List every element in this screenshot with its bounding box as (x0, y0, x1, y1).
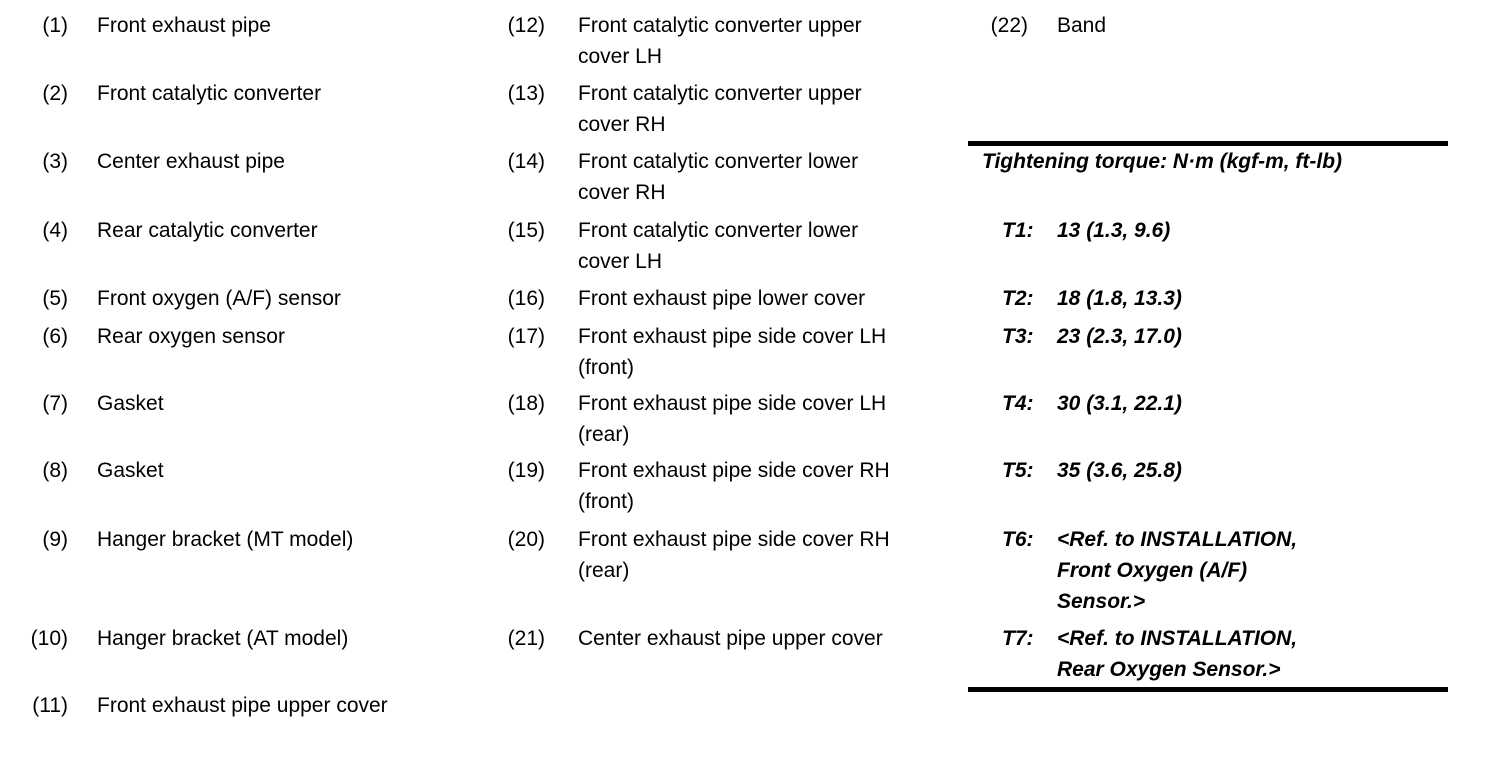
legend-item-label: Front catalytic converter lower cover RH (578, 150, 859, 204)
legend-item-number: (22) (990, 14, 1028, 37)
torque-value: <Ref. to INSTALLATION, Front Oxygen (A/F… (1057, 528, 1298, 613)
legend-item-number: (5) (42, 287, 68, 310)
legend-item-label: Front exhaust pipe (97, 14, 271, 37)
legend-item-number: (21) (507, 627, 545, 650)
legend-item-number: (7) (42, 392, 68, 415)
legend-item-label: Gasket (97, 459, 164, 482)
legend-item-label: Front exhaust pipe lower cover (578, 287, 866, 310)
legend-item-number: (6) (42, 325, 68, 348)
legend-item-label: Front oxygen (A/F) sensor (97, 287, 341, 310)
torque-id: T1: (1002, 219, 1034, 242)
legend-item-number: (16) (507, 287, 545, 310)
torque-value: 13 (1.3, 9.6) (1057, 219, 1171, 242)
legend-item-number: (3) (42, 150, 68, 173)
legend-item-label: Front exhaust pipe upper cover (97, 694, 388, 717)
legend-item-label: Center exhaust pipe upper cover (578, 627, 883, 650)
legend-item-number: (13) (507, 82, 545, 105)
legend-item-number: (1) (42, 14, 68, 37)
legend-item-number: (2) (42, 82, 68, 105)
legend-item-label: Front catalytic converter upper cover LH (578, 14, 862, 68)
torque-id: T5: (1002, 459, 1034, 482)
legend-item-label: Front exhaust pipe side cover LH (rear) (578, 392, 887, 446)
legend-item-label: Hanger bracket (AT model) (97, 627, 349, 650)
legend-item-number: (19) (507, 459, 545, 482)
torque-value: <Ref. to INSTALLATION, Rear Oxygen Senso… (1057, 627, 1298, 681)
legend-item-label: Gasket (97, 392, 164, 415)
legend-item-label: Rear catalytic converter (97, 219, 318, 242)
legend-item-label: Front exhaust pipe side cover RH (front) (578, 459, 890, 513)
legend-item-number: (8) (42, 459, 68, 482)
legend-item-number: (4) (42, 219, 68, 242)
torque-id: T4: (1002, 392, 1034, 415)
legend-item-number: (18) (507, 392, 545, 415)
torque-id: T3: (1002, 325, 1034, 348)
legend-item-number: (12) (507, 14, 545, 37)
legend-item-label: Front exhaust pipe side cover LH (front) (578, 325, 887, 379)
legend-item-number: (10) (30, 627, 68, 650)
legend-item-label: Front catalytic converter (97, 82, 322, 105)
torque-value: 23 (2.3, 17.0) (1057, 325, 1182, 348)
torque-value: 18 (1.8, 13.3) (1057, 287, 1182, 310)
legend-item-label: Rear oxygen sensor (97, 325, 285, 348)
legend-item-label: Front catalytic converter lower cover LH (578, 219, 859, 273)
torque-id: T7: (1002, 627, 1034, 650)
legend-item-label: Hanger bracket (MT model) (97, 528, 354, 551)
torque-section-top-divider (968, 141, 1448, 146)
legend-item-number: (17) (507, 325, 545, 348)
torque-section-bottom-divider (968, 687, 1448, 692)
torque-id: T2: (1002, 287, 1034, 310)
legend-item-label: Front exhaust pipe side cover RH (rear) (578, 528, 890, 582)
legend-item-number: (14) (507, 150, 545, 173)
legend-item-number: (9) (42, 528, 68, 551)
legend-item-label: Center exhaust pipe (97, 150, 285, 173)
legend-item-number: (20) (507, 528, 545, 551)
torque-value: 30 (3.1, 22.1) (1057, 392, 1182, 415)
legend-item-number: (11) (32, 694, 68, 717)
torque-section-title: Tightening torque: N·m (kgf-m, ft-lb) (982, 150, 1343, 173)
torque-value: 35 (3.6, 25.8) (1057, 459, 1182, 482)
legend-item-label: Band (1057, 14, 1107, 37)
torque-id: T6: (1002, 528, 1034, 551)
legend-item-number: (15) (507, 219, 545, 242)
legend-item-label: Front catalytic converter upper cover RH (578, 82, 862, 136)
